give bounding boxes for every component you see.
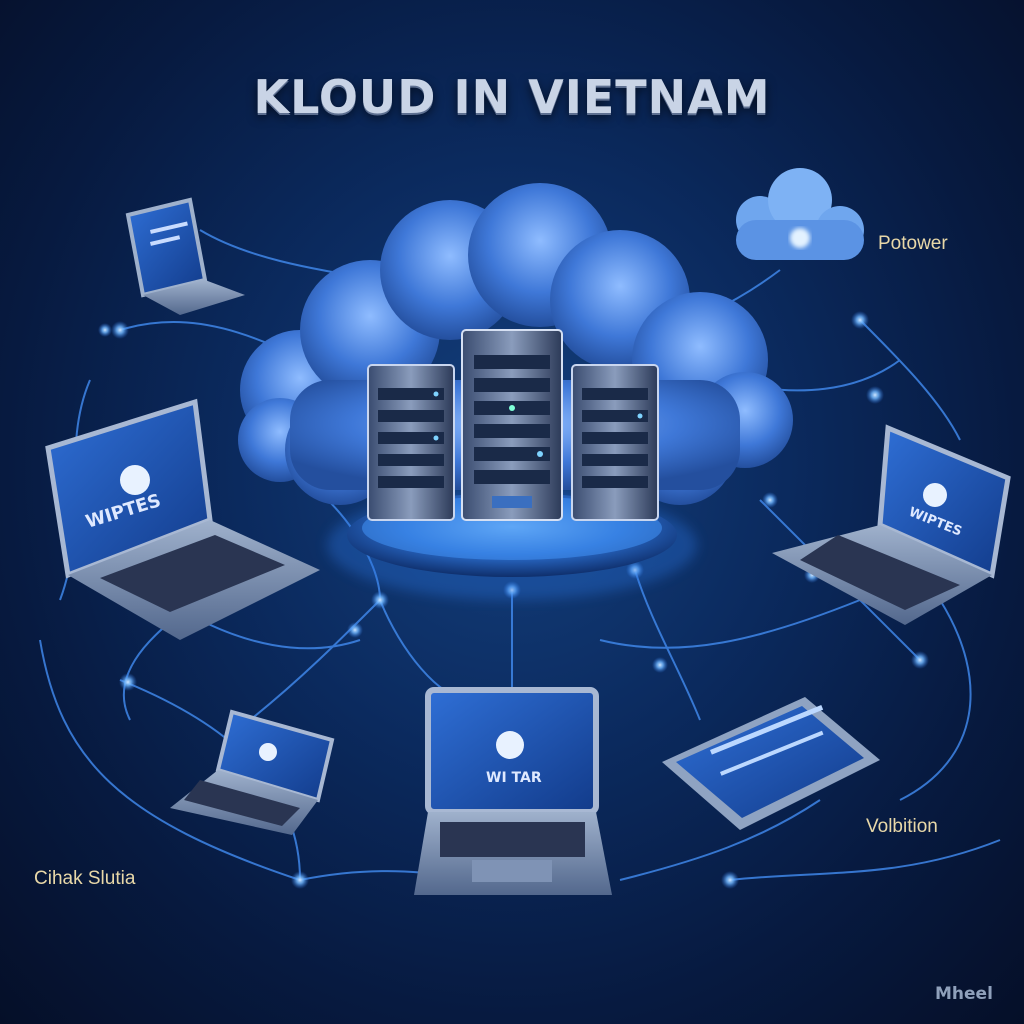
laptop-small — [170, 709, 335, 835]
link — [729, 839, 1001, 881]
link — [899, 599, 972, 801]
center-laptop-screen-text: WI TAR — [486, 770, 542, 786]
label-bottom-left: Cihak Slutia — [34, 868, 136, 889]
laptop-right: WIPTES — [772, 424, 1011, 625]
laptop-left: WIPTES — [45, 398, 320, 640]
link — [379, 599, 471, 701]
node — [652, 657, 668, 673]
link — [249, 599, 381, 721]
link — [619, 799, 821, 881]
server-rack-right — [571, 364, 659, 521]
link — [859, 319, 961, 441]
small-cloud-icon — [736, 168, 864, 260]
link — [599, 599, 861, 649]
node — [347, 622, 363, 638]
watermark: Mheel — [935, 984, 993, 1004]
server-rack-left — [367, 364, 455, 521]
laptop-center: WI TAR — [414, 687, 612, 895]
node — [911, 651, 929, 669]
page-title: KLOUD IN VIETNAM — [253, 70, 771, 124]
link — [39, 639, 301, 881]
node — [98, 323, 112, 337]
link — [634, 569, 701, 721]
node — [762, 492, 778, 508]
node — [291, 871, 309, 889]
node — [866, 386, 884, 404]
server-rack-center — [461, 329, 563, 521]
link — [199, 619, 361, 650]
node — [721, 871, 739, 889]
node — [371, 591, 389, 609]
label-top-right: Potower — [878, 233, 948, 254]
node — [851, 311, 869, 329]
tablet — [662, 697, 880, 830]
label-bottom-right: Volbition — [866, 816, 938, 837]
node — [111, 321, 129, 339]
node — [119, 673, 137, 691]
laptop-top-left — [125, 197, 245, 315]
